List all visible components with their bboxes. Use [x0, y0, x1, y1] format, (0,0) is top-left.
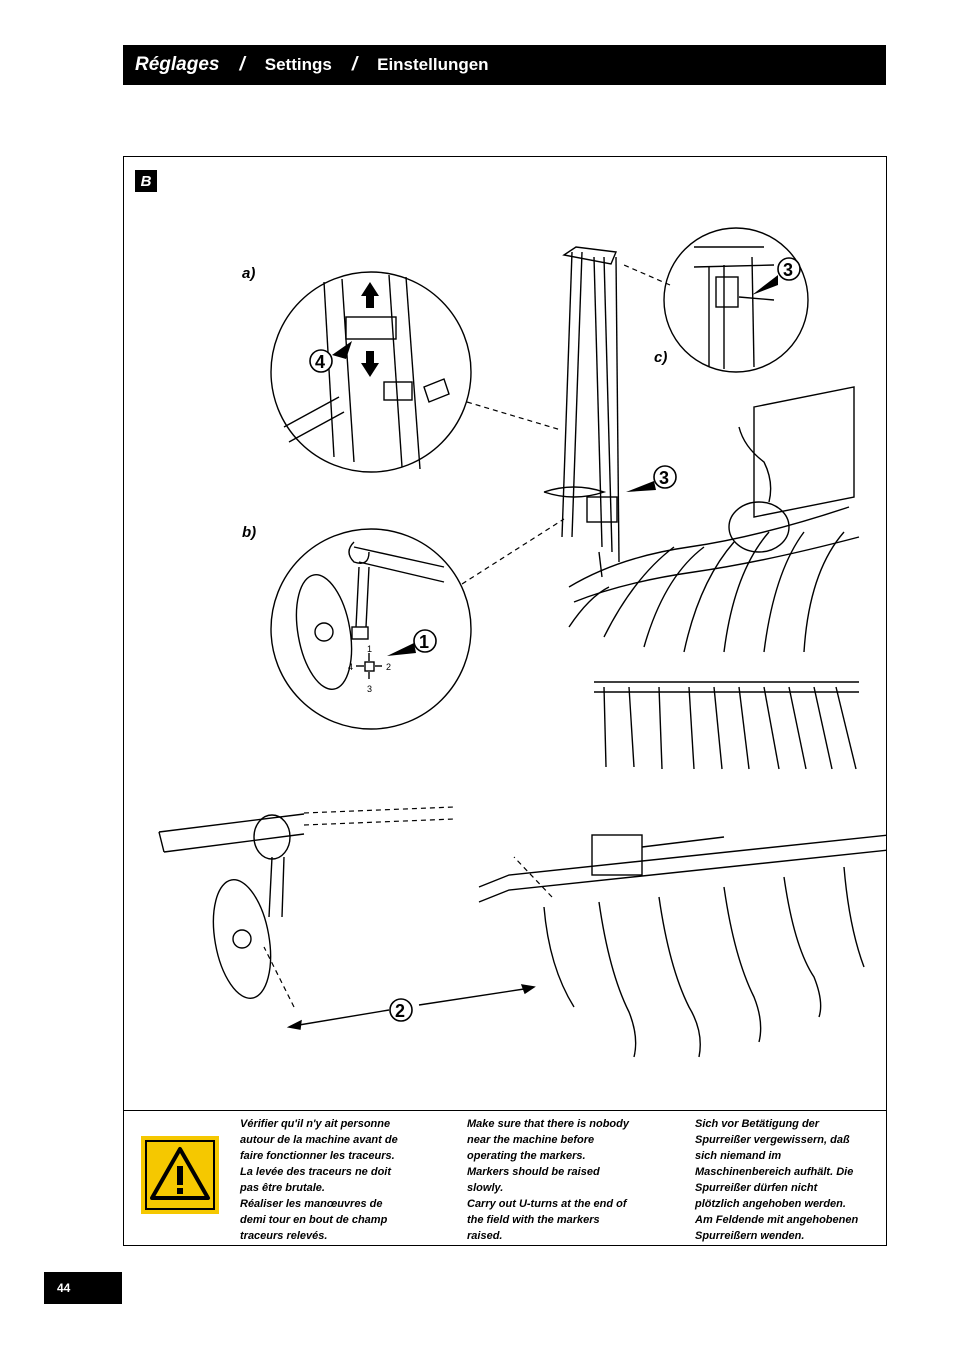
header-separator: / — [239, 54, 245, 75]
dial-left: 4 — [348, 662, 353, 672]
warning-row — [123, 1110, 887, 1246]
disc-marker-assembly — [158, 813, 305, 999]
marker-1: 1 — [387, 629, 437, 656]
page-header: Réglages / Settings / Einstellungen — [123, 45, 886, 85]
header-title-fr: Réglages — [135, 54, 220, 75]
svg-text:4: 4 — [315, 352, 325, 372]
header-separator: / — [351, 54, 358, 75]
callout-a: a) — [242, 265, 255, 282]
detail-c-circle — [663, 227, 809, 373]
dial-top: 1 — [367, 644, 372, 654]
technical-illustration: a) b) c) 4 1 3 3 2 1 2 3 4 — [158, 227, 886, 1058]
marker-3-lower: 3 — [626, 465, 677, 492]
dial-right: 2 — [386, 662, 391, 672]
svg-text:1: 1 — [419, 632, 429, 652]
content-frame — [123, 156, 887, 1246]
svg-text:3: 3 — [659, 468, 669, 488]
page-number: 44 — [44, 1272, 122, 1304]
measurement-arrow — [286, 984, 536, 1030]
detail-b-circle — [270, 528, 472, 730]
warning-triangle-icon — [145, 1140, 215, 1210]
seed-drill-machine — [568, 386, 860, 770]
section-label: B — [135, 170, 157, 192]
dial-bottom: 3 — [367, 684, 372, 694]
arrow-down-icon — [361, 351, 379, 377]
marker-4: 4 — [309, 341, 352, 373]
header-title-en: Settings — [264, 55, 332, 74]
header-title-de: Einstellungen — [377, 55, 489, 74]
callout-b: b) — [242, 524, 256, 541]
tine-frame-assembly — [478, 834, 886, 1058]
svg-text:3: 3 — [783, 260, 793, 280]
svg-text:2: 2 — [395, 1001, 405, 1021]
marker-2: 2 — [389, 998, 413, 1022]
warning-box — [141, 1136, 219, 1214]
marker-mast — [543, 246, 620, 578]
callout-c: c) — [654, 349, 667, 366]
marker-3-upper: 3 — [752, 257, 801, 295]
arrow-up-icon — [361, 282, 379, 308]
leader-lines — [263, 264, 671, 1008]
